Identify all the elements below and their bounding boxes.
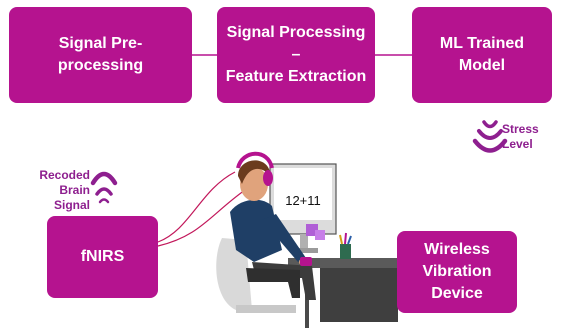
screen-text: 12+11	[285, 193, 321, 208]
stress-level-label: Stress Level	[502, 122, 539, 151]
signal-preprocessing-box: Signal Pre-processing	[9, 7, 192, 103]
monitor-illustration	[269, 163, 337, 253]
person-illustration	[230, 151, 316, 300]
cable-fnirs-upper	[157, 171, 236, 243]
wireless-vibration-device-box: Wireless Vibration Device	[397, 231, 517, 313]
wrist-device-icon	[300, 257, 312, 266]
signal-wifi-icon	[90, 171, 118, 204]
stress-level-icon	[472, 120, 508, 153]
ml-trained-model-box: ML Trained Model	[412, 7, 552, 103]
pencil-cup-illustration	[339, 232, 352, 259]
fnirs-box: fNIRS	[47, 216, 158, 298]
chair-illustration	[216, 238, 296, 313]
recoded-brain-signal-label: Recoded Brain Signal	[39, 168, 90, 212]
cable-fnirs-lower	[157, 189, 246, 247]
signal-processing-box: Signal Processing – Feature Extraction	[217, 7, 375, 103]
desk-illustration	[288, 258, 398, 328]
